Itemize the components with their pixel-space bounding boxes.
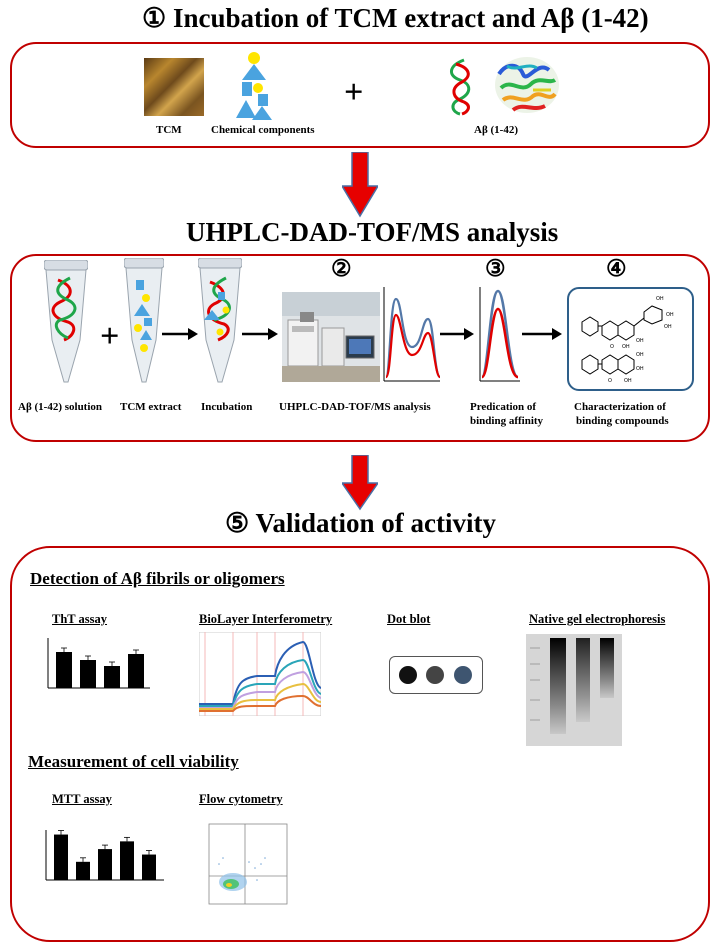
bar — [104, 666, 120, 688]
svg-text:OH: OH — [636, 338, 644, 344]
bar — [98, 849, 112, 880]
svg-text:OH: OH — [624, 378, 632, 384]
arrow-right-1 — [162, 328, 198, 340]
tube-tcm-extract — [124, 258, 164, 383]
mtt-assay-title: MTT assay — [52, 792, 112, 806]
down-arrow-2 — [342, 455, 378, 511]
uhplc-instrument-photo — [282, 292, 380, 382]
step1-panel — [10, 42, 710, 148]
protein-structure-icon — [495, 57, 559, 113]
label-abeta-solution: Aβ (1-42) solution — [18, 401, 103, 413]
tht-assay-chart — [47, 638, 150, 689]
arrow-right-4 — [522, 328, 562, 340]
compound-structures-icon: OH OH OH OH OH O OH OH OH O — [581, 296, 674, 384]
native-gel-image — [526, 634, 622, 746]
mtt-assay-chart — [45, 830, 164, 881]
bar — [128, 654, 144, 688]
chemical-components-icon — [236, 52, 272, 120]
label-predication-2: binding affinity — [470, 415, 544, 427]
abeta-label: Aβ (1-42) — [474, 124, 518, 136]
tcm-herb-image — [144, 58, 204, 116]
compound-structures-box — [567, 287, 694, 391]
bar — [120, 841, 134, 880]
dot-blot-spot-3 — [454, 666, 472, 684]
bar — [142, 854, 156, 880]
svg-text:OH: OH — [636, 366, 644, 372]
abeta-strand-icon — [450, 58, 471, 116]
dot-blot-title: Dot blot — [387, 612, 431, 626]
svg-text:OH: OH — [636, 352, 644, 358]
label-incubation: Incubation — [201, 401, 253, 413]
section-detection-title: Detection of Aβ fibrils or oligomers — [30, 569, 285, 588]
label-characterization-1: Characterization of — [574, 401, 666, 413]
flow-cytometry-plot — [199, 818, 291, 914]
svg-text:OH: OH — [664, 324, 672, 330]
label-uhplc-analysis: UHPLC-DAD-TOF/MS analysis — [279, 401, 431, 413]
label-predication-1: Predication of — [470, 401, 537, 413]
bar — [80, 660, 96, 688]
chromatogram-analysis — [383, 287, 442, 382]
bar — [56, 652, 72, 688]
step2-panel — [10, 254, 710, 442]
step1-title: ① Incubation of TCM extract and Aβ (1-42… — [142, 3, 649, 33]
native-gel-title: Native gel electrophoresis — [529, 612, 666, 626]
dot-blot-spot-1 — [399, 666, 417, 684]
arrow-right-3 — [440, 328, 474, 340]
bar — [54, 834, 68, 880]
tube-abeta-solution — [44, 260, 88, 383]
bli-title: BioLayer Interferometry — [199, 612, 333, 626]
tube-incubation — [198, 258, 242, 383]
tcm-label: TCM — [156, 124, 182, 136]
chromatogram-binding-affinity — [479, 287, 520, 382]
label-tcm-extract: TCM extract — [120, 401, 182, 413]
bli-sensorgram — [199, 632, 321, 716]
arrow-right-2 — [242, 328, 278, 340]
svg-text:OH: OH — [666, 312, 674, 318]
flow-cytometry-title: Flow cytometry — [199, 792, 283, 806]
svg-text:OH: OH — [656, 296, 664, 302]
section-viability-title: Measurement of cell viability — [28, 752, 239, 771]
chemical-components-label: Chemical components — [211, 124, 315, 136]
label-characterization-2: binding compounds — [576, 415, 669, 427]
step5-title: ⑤ Validation of activity — [225, 508, 496, 538]
svg-text:O: O — [610, 344, 614, 350]
tht-assay-title: ThT assay — [52, 612, 108, 626]
step5-panel — [10, 546, 710, 942]
svg-text:OH: OH — [622, 344, 630, 350]
plus-sign-2: + — [100, 318, 120, 355]
svg-text:O: O — [608, 378, 612, 384]
step-number-4: ④ — [606, 256, 627, 281]
step2-title: UHPLC-DAD-TOF/MS analysis — [186, 217, 559, 247]
step-number-2: ② — [331, 256, 352, 281]
plus-sign: + — [344, 74, 364, 111]
dot-blot-spot-2 — [426, 666, 444, 684]
down-arrow-1 — [342, 152, 378, 218]
step-number-3: ③ — [485, 256, 506, 281]
bar — [76, 861, 90, 880]
